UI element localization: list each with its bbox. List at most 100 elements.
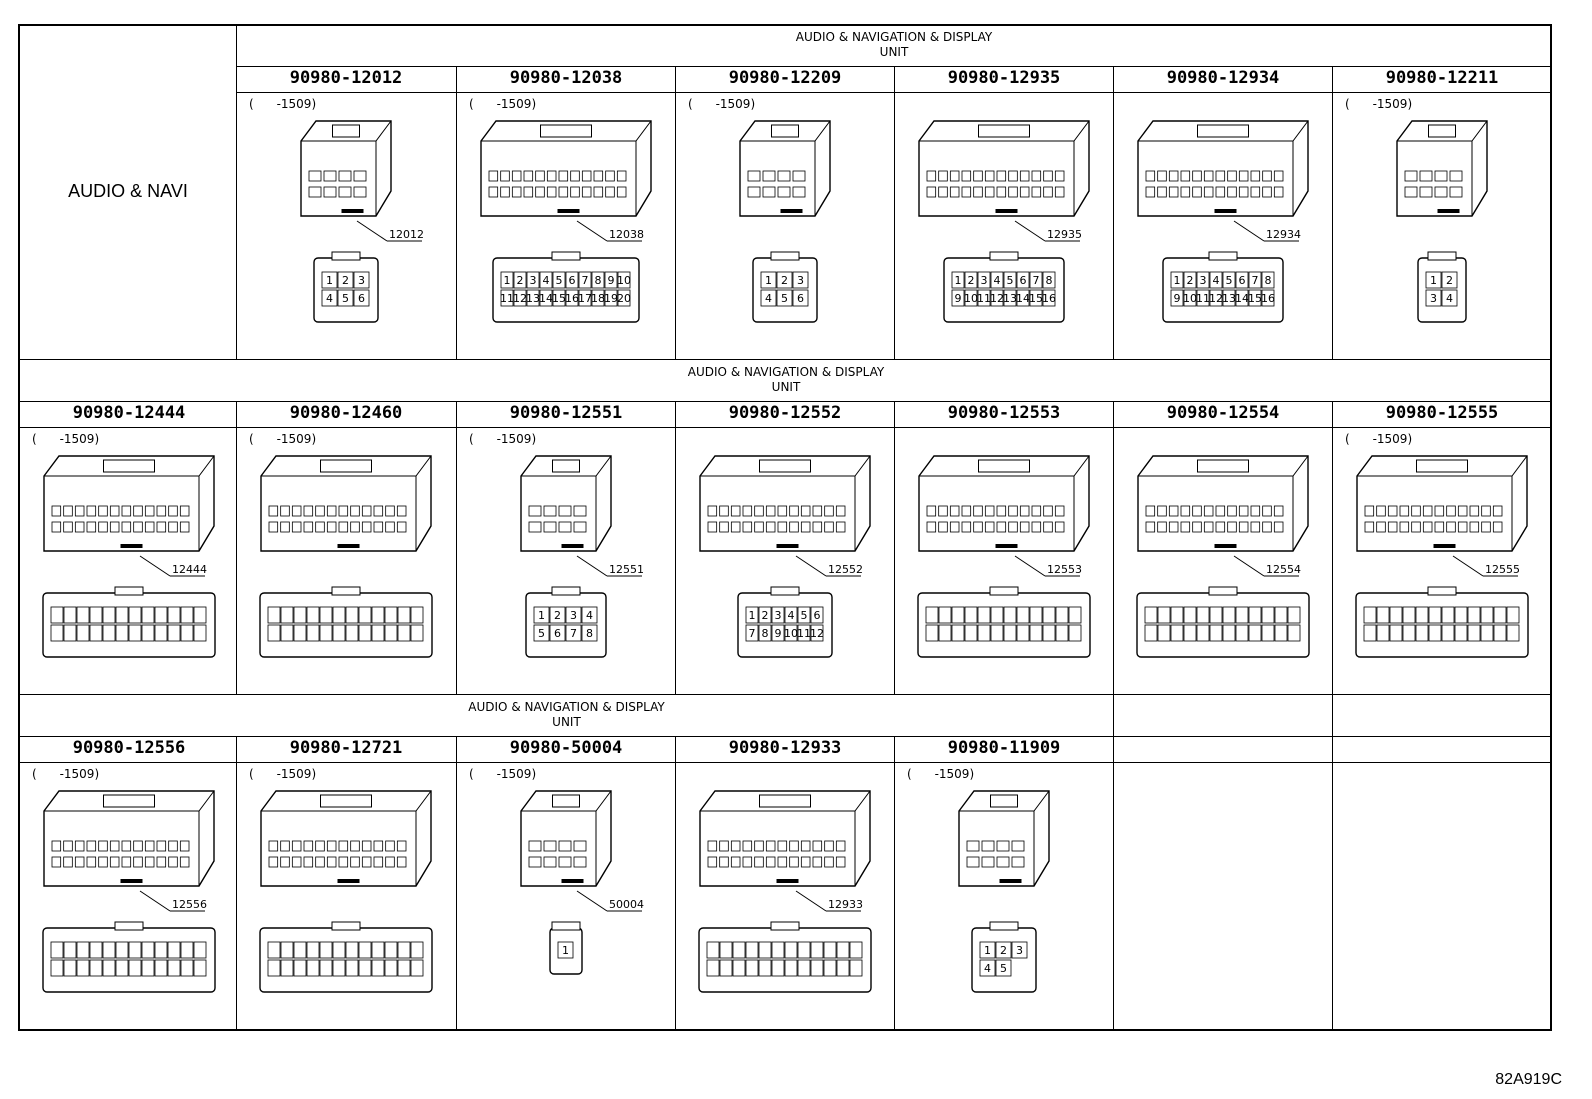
cavity — [109, 505, 120, 517]
cavity — [719, 505, 729, 517]
pin-cavity — [578, 271, 592, 289]
latch — [759, 794, 811, 808]
cavity — [315, 521, 325, 533]
housing-outline — [300, 120, 392, 217]
cavity — [1227, 170, 1237, 182]
cavity — [719, 521, 729, 533]
cavity — [373, 840, 384, 852]
pin-number: 3 — [530, 274, 537, 287]
pin-cavity — [167, 941, 181, 959]
connector-housing — [699, 455, 871, 552]
cavity — [973, 521, 983, 533]
cavity — [396, 521, 407, 533]
cavity — [528, 856, 542, 868]
part-number: 90980-12934 — [1166, 68, 1280, 88]
cavity — [156, 840, 167, 852]
pin-cavity — [167, 624, 181, 642]
pin-cavity — [1029, 289, 1043, 307]
cavity — [747, 170, 761, 182]
pin-number: 4 — [326, 292, 333, 305]
pin-number: 14 — [1235, 292, 1249, 305]
pin-cavity — [784, 959, 798, 977]
variant-note: ( -1509) — [907, 767, 975, 781]
cavity — [1008, 186, 1018, 198]
cavity — [74, 505, 85, 517]
pin-cavity — [319, 624, 333, 642]
pin-cavity — [1261, 271, 1275, 289]
pin-number: 13 — [1003, 292, 1017, 305]
pin-cavity — [337, 289, 354, 307]
cavity — [1145, 186, 1156, 198]
pin-cavity — [1183, 624, 1197, 642]
cavity — [1469, 505, 1480, 517]
housing-outline — [739, 120, 831, 217]
pin-cavity — [990, 271, 1004, 289]
pin-number: 15 — [1029, 292, 1043, 305]
pin-number: 12 — [513, 292, 527, 305]
cavity — [488, 186, 499, 198]
pin-cavity — [1467, 606, 1481, 624]
cavity — [1168, 170, 1179, 182]
pin-number: 1 — [504, 274, 511, 287]
cavity — [63, 505, 73, 517]
pin-cavity — [1261, 289, 1275, 307]
pin-cavity — [552, 271, 566, 289]
cavity — [961, 505, 972, 517]
cavity — [1492, 505, 1503, 517]
cavity — [593, 186, 604, 198]
part-number: 90980-12935 — [947, 68, 1061, 88]
pin-number: 7 — [1033, 274, 1040, 287]
pin-cavity — [319, 959, 333, 977]
pin-cavity — [76, 959, 90, 977]
cavity — [1008, 505, 1018, 517]
pin-cavity — [925, 606, 939, 624]
cavity — [558, 170, 569, 182]
pin-number: 1 — [984, 944, 991, 957]
pin-number: 16 — [565, 292, 579, 305]
cavity — [719, 840, 729, 852]
cavity — [385, 856, 395, 868]
pin-cavity — [1363, 624, 1377, 642]
cavity — [558, 521, 572, 533]
pin-cavity — [849, 941, 863, 959]
cavity — [51, 856, 62, 868]
pin-cavity — [758, 624, 772, 642]
cavity — [558, 186, 569, 198]
part-number: 90980-12554 — [1166, 403, 1280, 423]
cavity — [373, 505, 384, 517]
connector-face — [259, 586, 433, 658]
connector-drawing: 12555 — [1355, 455, 1529, 658]
cavity — [121, 505, 132, 517]
pin-cavity — [76, 941, 90, 959]
cavity — [789, 856, 799, 868]
cavity — [268, 505, 279, 517]
cavity — [1019, 186, 1030, 198]
pin-number: 1 — [1430, 274, 1437, 287]
cavity — [1203, 505, 1214, 517]
pin-cavity — [1493, 606, 1507, 624]
connector-housing — [918, 120, 1090, 217]
cavity — [996, 186, 1007, 198]
cavity — [1227, 186, 1237, 198]
pin-cavity — [964, 289, 978, 307]
housing-outline — [958, 790, 1050, 887]
pin-cavity — [617, 271, 631, 289]
cavity — [133, 505, 143, 517]
pin-number: 15 — [552, 292, 566, 305]
pin-cavity — [977, 271, 991, 289]
cavity — [280, 521, 290, 533]
callout-label: 12553 — [1047, 563, 1082, 576]
connector-drawing: 12556 — [42, 790, 216, 993]
callout-label: 12551 — [609, 563, 644, 576]
pin-cavity — [280, 624, 294, 642]
connector-housing — [1137, 455, 1309, 552]
pin-cavity — [1376, 624, 1390, 642]
face-latch — [551, 586, 581, 596]
cavity — [1043, 505, 1053, 517]
variant-note: ( -1509) — [249, 97, 317, 111]
